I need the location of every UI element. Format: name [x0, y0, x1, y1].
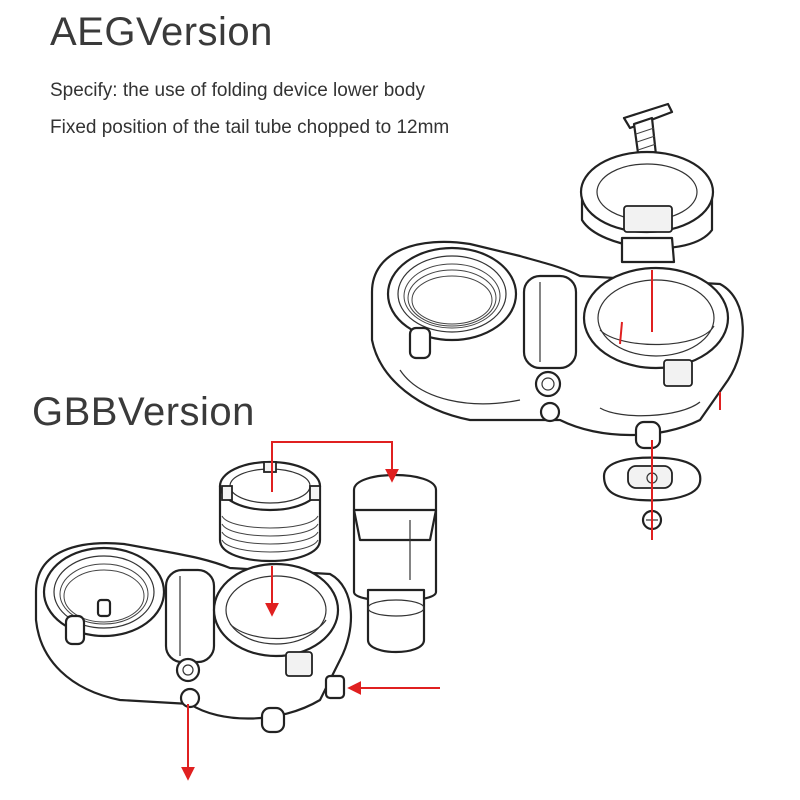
aeg-spec-note: Specify: the use of folding device lower…	[50, 80, 425, 101]
aeg-folding-body	[370, 240, 744, 450]
gbb-threaded-ring	[218, 460, 322, 562]
gbb-assembly	[34, 441, 440, 781]
gbb-plunger	[352, 473, 438, 654]
gbb-ring-to-plunger-arrow	[271, 441, 399, 492]
aeg-assembly	[370, 102, 744, 540]
gbb-version-title: GBBVersion	[32, 390, 255, 434]
aeg-ring-guide-line	[619, 321, 623, 345]
aeg-tail-tube-note: Fixed position of the tail tube chopped …	[50, 117, 450, 138]
aeg-version-title: AEGVersion	[50, 10, 273, 54]
aeg-top-cap	[579, 150, 715, 264]
gbb-folding-body	[34, 542, 353, 734]
